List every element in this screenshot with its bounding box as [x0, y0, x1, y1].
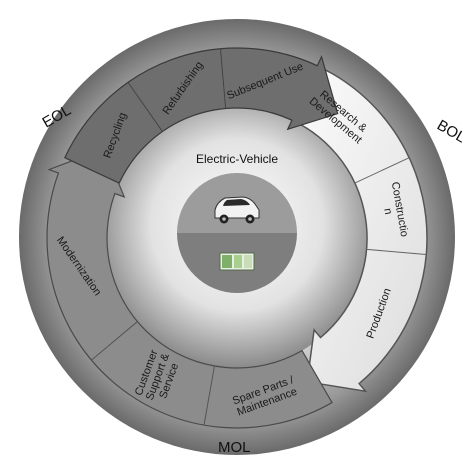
- divider-spare-customer: [203, 365, 215, 426]
- phase-label-bol: BOL: [434, 117, 468, 147]
- divider-recycling-refurbishing: [127, 82, 163, 132]
- divider-construction-production: [366, 248, 427, 256]
- divider-refurbishing-subsequent: [219, 48, 227, 109]
- eol-arrow: [64, 47, 339, 184]
- battery-pack-icon: [219, 252, 255, 271]
- bol-arrow: [269, 53, 428, 393]
- divider-customer-modernization: [91, 321, 138, 361]
- segment-label-construction-line: n: [381, 207, 394, 215]
- center-title: Electric-Vehicle: [196, 152, 278, 166]
- car-icon: [214, 196, 260, 224]
- mol-arrow: [46, 147, 333, 429]
- divider-research-construction: [354, 157, 410, 184]
- phase-label-mol: MOL: [218, 439, 251, 456]
